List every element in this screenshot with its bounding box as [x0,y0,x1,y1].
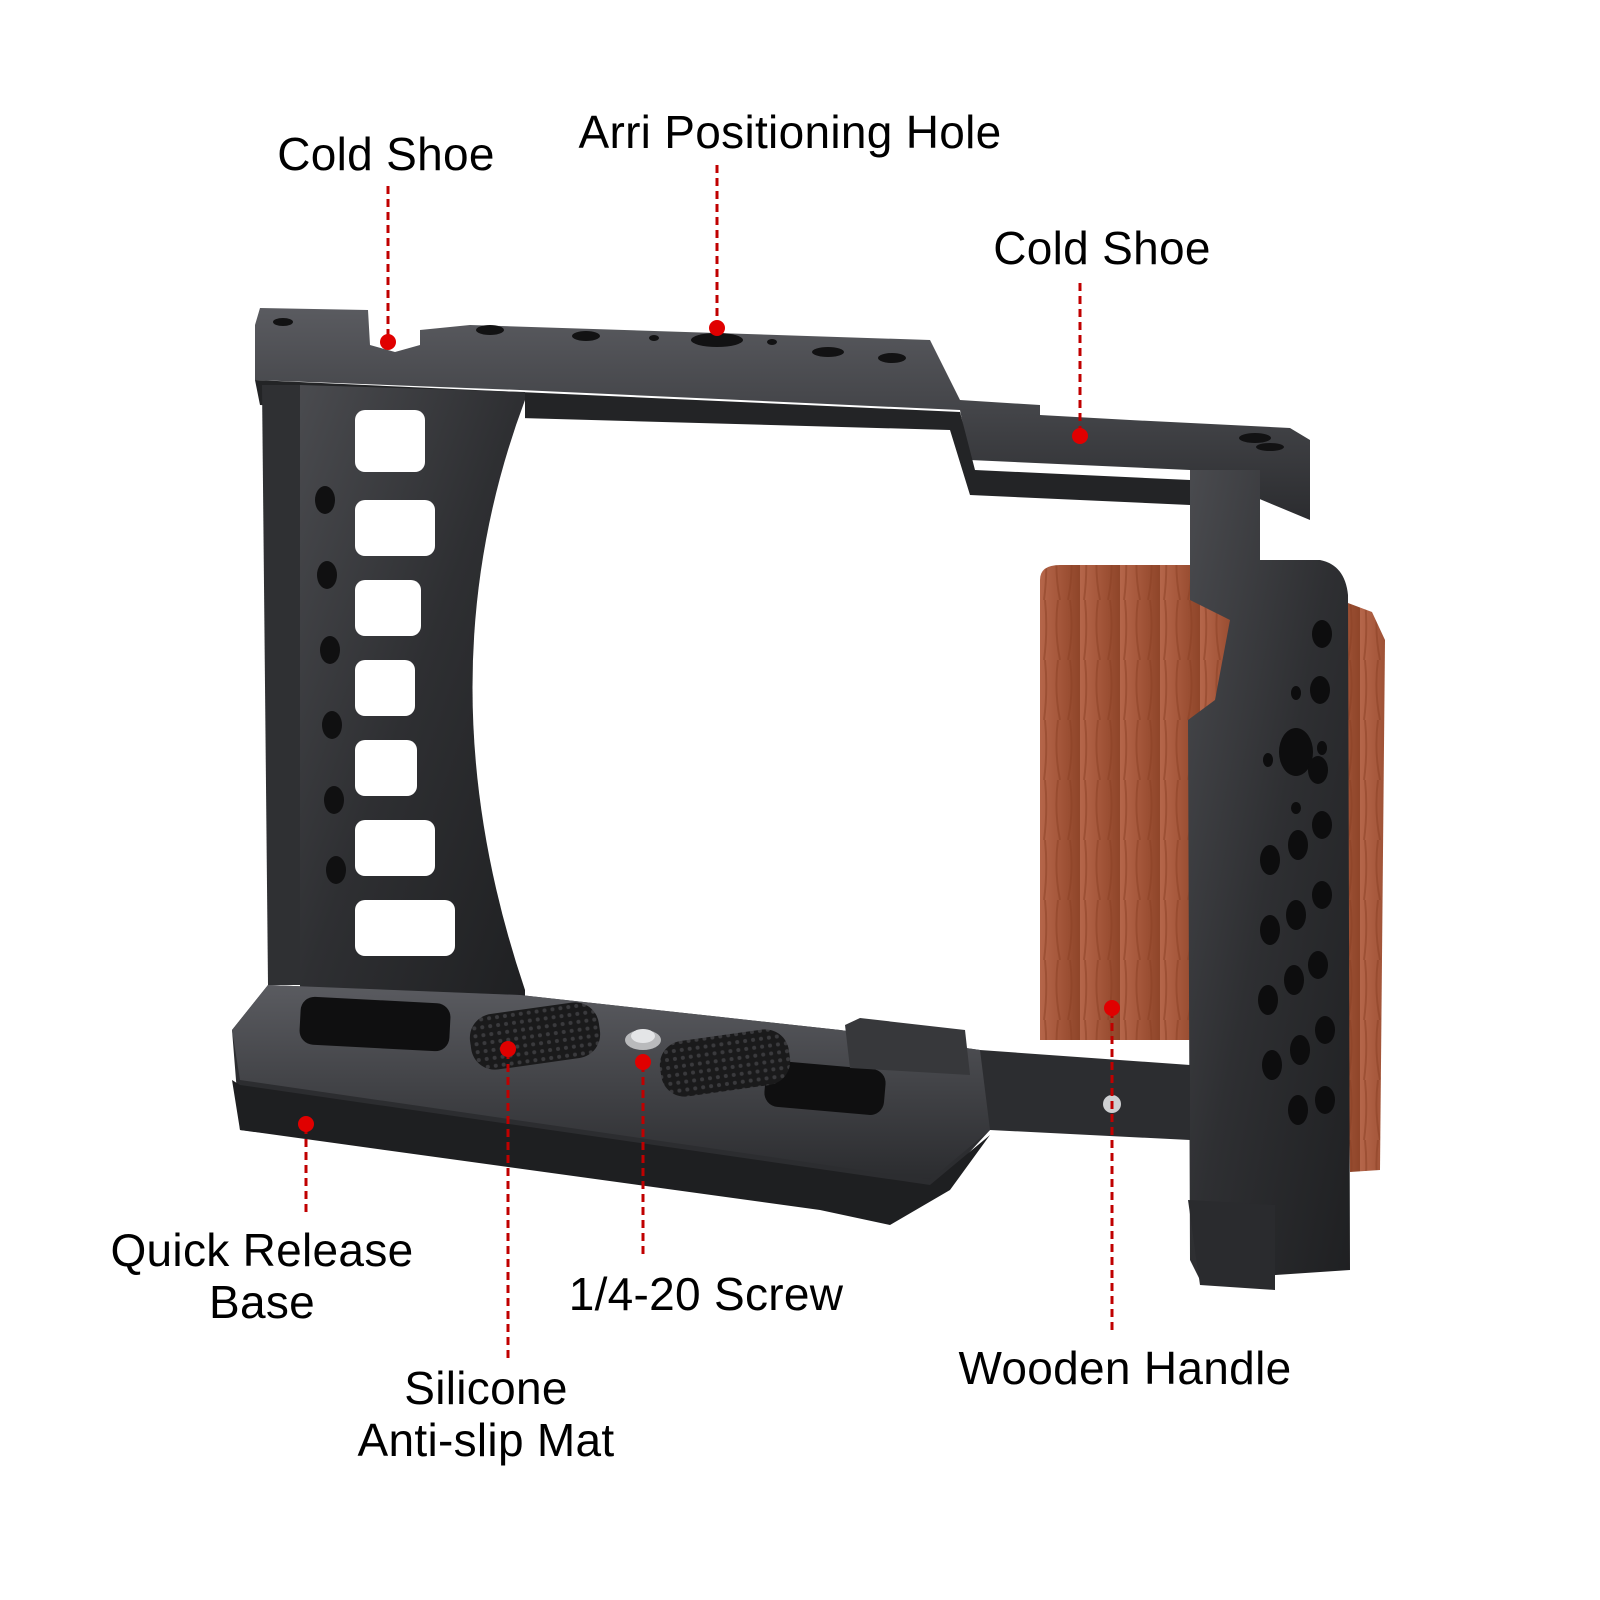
screw-dot [635,1054,651,1070]
callout-lines [304,165,1114,1358]
label-cold-shoe-left: Cold Shoe [256,128,516,180]
callout-dots [298,320,1120,1132]
cold-shoe-right-dot [1072,428,1088,444]
label-line: Arri Positioning Hole [578,106,1002,158]
silicone-mat-dot [500,1041,516,1057]
right-side-plate [1188,470,1350,1290]
label-line: Cold Shoe [277,128,495,180]
cold-shoe-left-dot [380,334,396,350]
label-wooden-handle: Wooden Handle [940,1342,1310,1394]
label-arri-positioning-hole: Arri Positioning Hole [560,106,1020,158]
label-line: Quick Release [110,1224,414,1276]
wooden-handle-dot [1104,1000,1120,1016]
wooden-handle-part [1040,565,1385,1172]
left-side-frame [262,385,525,1000]
label-quarter-20-screw: 1/4-20 Screw [556,1268,856,1320]
label-cold-shoe-right: Cold Shoe [972,222,1232,274]
label-line: Cold Shoe [993,222,1211,274]
label-line: Silicone [404,1362,568,1414]
label-line: Base [208,1276,316,1328]
quick-release-base-dot [298,1116,314,1132]
label-quick-release-base: Quick Release Base [92,1224,432,1328]
arri-hole-dot [709,320,725,336]
label-line: Wooden Handle [958,1342,1292,1394]
label-line: 1/4-20 Screw [568,1268,844,1320]
label-silicone-anti-slip-mat: Silicone Anti-slip Mat [336,1362,636,1466]
label-line: Anti-slip Mat [357,1414,615,1466]
